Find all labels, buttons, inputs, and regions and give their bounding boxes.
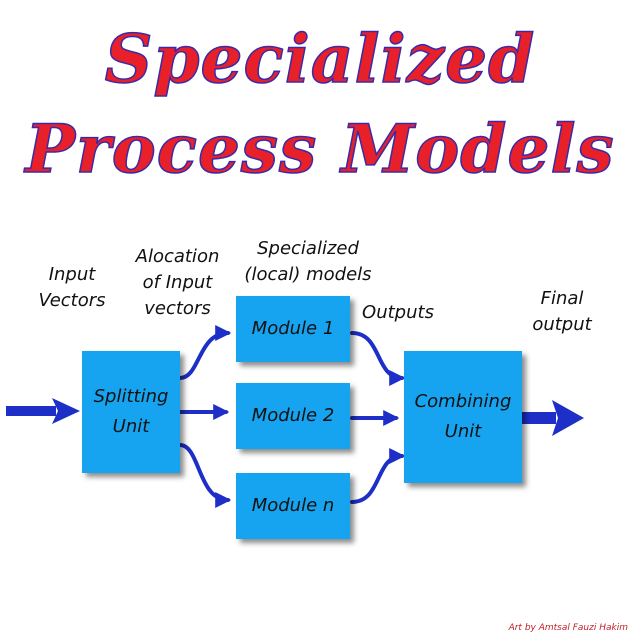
arrow-output-icon [522, 400, 584, 436]
splitting-unit-box: Splitting Unit [82, 351, 180, 473]
module-2-box: Module 2 [236, 383, 350, 449]
arrow-split-to-modulen [178, 443, 232, 508]
arrow-split-to-module1 [178, 325, 232, 380]
arrow-module1-to-combine [350, 331, 406, 386]
combining-unit-box: Combining Unit [404, 351, 522, 483]
label-input-vectors: Input Vectors [38, 264, 106, 311]
module-1-box: Module 1 [236, 296, 350, 362]
credit-text: Art by Amtsal Fauzi Hakim [508, 623, 628, 633]
label-allocation: Alocation of Input vectors [135, 246, 220, 319]
arrow-input-icon [6, 398, 80, 424]
arrow-modulen-to-combine [350, 448, 406, 504]
title-line-2: Process Models [25, 110, 615, 188]
label-specialized-models: Specialized (local) models [244, 238, 372, 285]
label-final-output: Final output [532, 288, 592, 335]
module-n-box: Module n [236, 473, 350, 539]
label-outputs: Outputs [362, 302, 434, 323]
title-line-1: Specialized [104, 20, 536, 98]
